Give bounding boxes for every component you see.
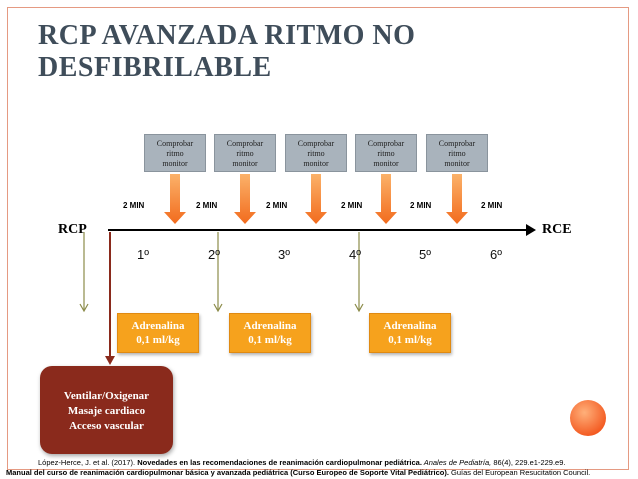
timeline-start-label: RCP [58, 222, 87, 237]
check-rhythm-box-5: Comprobar ritmo monitor [426, 134, 488, 172]
check-label: monitor [232, 159, 258, 168]
slide-title: RCP AVANZADA RITMO NO DESFIBRILABLE [38, 20, 558, 84]
orange-arrow-5 [446, 174, 468, 224]
slide-frame [7, 7, 629, 470]
check-rhythm-box-3: Comprobar ritmo monitor [285, 134, 347, 172]
ref1-authors: López-Herce, J. et al. (2017). [38, 458, 138, 467]
reference-1: López-Herce, J. et al. (2017). Novedades… [38, 458, 566, 467]
check-label: monitor [303, 159, 329, 168]
adrenalina-box-1: Adrenalina 0,1 ml/kg [117, 313, 199, 353]
interval-label-3: 2 MIN [266, 201, 288, 210]
check-rhythm-box-2: Comprobar ritmo monitor [214, 134, 276, 172]
interval-label-6: 2 MIN [481, 201, 503, 210]
adrenalina-label: Adrenalina [131, 320, 185, 332]
adrenalina-label: Adrenalina [243, 320, 297, 332]
check-label: monitor [373, 159, 399, 168]
timeline-end-label: RCE [542, 222, 572, 237]
check-label: ritmo [448, 149, 466, 158]
action-cardiac-massage: Masaje cardiaco [67, 405, 146, 417]
check-label: ritmo [166, 149, 184, 158]
check-label: Comprobar [367, 139, 405, 148]
check-rhythm-box-4: Comprobar ritmo monitor [355, 134, 417, 172]
orange-arrow-4 [375, 174, 397, 224]
cycle-number-3: 3º [278, 247, 290, 262]
check-label: Comprobar [226, 139, 264, 148]
check-label: ritmo [377, 149, 395, 158]
adrenalina-box-2: Adrenalina 0,1 ml/kg [229, 313, 311, 353]
ref1-rest: 86(4), 229.e1-229.e9. [491, 458, 566, 467]
check-label: ritmo [236, 149, 254, 158]
cycle-number-4: 4º [349, 247, 361, 262]
cycle-number-6: 6º [490, 247, 502, 262]
olive-arrows [79, 232, 364, 313]
actions-arrowhead [105, 356, 115, 365]
check-label: ritmo [307, 149, 325, 158]
decorative-circle [570, 400, 606, 436]
interval-label-1: 2 MIN [123, 201, 145, 210]
interval-label-5: 2 MIN [410, 201, 432, 210]
orange-arrow-2 [234, 174, 256, 224]
title-line-1: RCP AVANZADA RITMO NO [38, 20, 416, 51]
check-label: monitor [444, 159, 470, 168]
ref2-rest: Guías del European Resucitation Council. [448, 468, 591, 477]
reference-2: Manual del curso de reanimación cardiopu… [6, 468, 590, 477]
adrenalina-dose: 0,1 ml/kg [388, 334, 432, 346]
cycle-number-1: 1º [137, 247, 149, 262]
timeline-arrowhead [526, 224, 536, 236]
adrenalina-dose: 0,1 ml/kg [136, 334, 180, 346]
orange-arrow-3 [305, 174, 327, 224]
adrenalina-box-3: Adrenalina 0,1 ml/kg [369, 313, 451, 353]
adrenalina-label: Adrenalina [383, 320, 437, 332]
check-label: Comprobar [438, 139, 476, 148]
ref2-title: Manual del curso de reanimación cardiopu… [6, 468, 449, 477]
orange-arrow-1 [164, 174, 186, 224]
cycle-number-2: 2º [208, 247, 220, 262]
initial-actions-box: Ventilar/Oxigenar Masaje cardiaco Acceso… [40, 366, 173, 454]
ref1-title: Novedades en las recomendaciones de rean… [137, 458, 422, 467]
interval-label-4: 2 MIN [341, 201, 363, 210]
check-label: monitor [162, 159, 188, 168]
interval-label-2: 2 MIN [196, 201, 218, 210]
check-rhythm-box-1: Comprobar ritmo monitor [144, 134, 206, 172]
check-label: Comprobar [156, 139, 194, 148]
cycle-number-5: 5º [419, 247, 431, 262]
title-line-2: DESFIBRILABLE [38, 52, 272, 83]
ref1-journal: Anales de Pediatría, [421, 458, 492, 467]
action-vascular-access: Acceso vascular [69, 420, 144, 432]
adrenalina-dose: 0,1 ml/kg [248, 334, 292, 346]
check-label: Comprobar [297, 139, 335, 148]
action-ventilate: Ventilar/Oxigenar [63, 390, 150, 402]
